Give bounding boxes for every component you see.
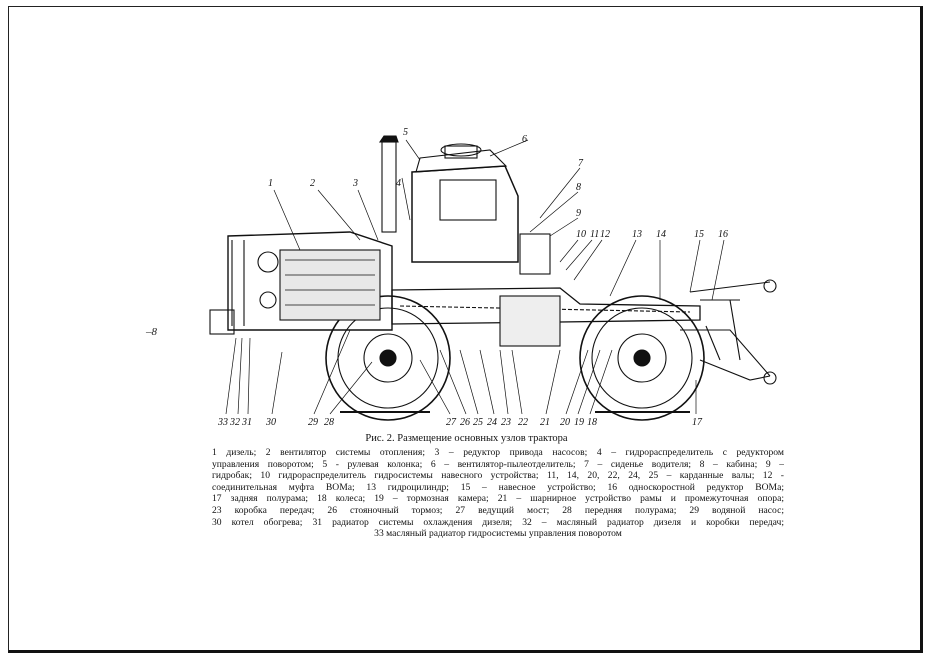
callout-10: 10: [576, 229, 586, 240]
callout-9: 9: [576, 208, 581, 219]
legend-line: 33 масляный радиатор гидросистемы управл…: [374, 528, 622, 540]
callout-15: 15: [694, 229, 704, 240]
callout-12: 12: [600, 229, 610, 240]
callout-3: 3: [352, 178, 358, 189]
callout-11: 11: [590, 229, 599, 240]
callout-1: 1: [268, 178, 273, 189]
legend-line: 1 дизель; 2 вентилятор системы отопления…: [212, 447, 784, 458]
callout-27: 27: [446, 417, 457, 428]
callout-28: 28: [324, 417, 334, 428]
legend-line: 17 задняя полурама; 18 колеса; 19 – торм…: [212, 493, 784, 505]
callout-32: 32: [229, 417, 240, 428]
legend-line: 30 котел обогрева; 31 радиатор системы о…: [212, 516, 784, 528]
callout-21: 21: [540, 417, 550, 428]
callout-33: 33: [217, 417, 228, 428]
callout-8: 8: [576, 182, 581, 193]
callout-13: 13: [632, 229, 642, 240]
callout-6: 6: [522, 134, 527, 145]
callout-31: 31: [241, 417, 252, 428]
figure-legend: 1 дизель; 2 вентилятор системы отопления…: [212, 447, 784, 540]
legend-line: гидробак; 10 гидрораспределитель гидроси…: [212, 470, 784, 482]
page-number: –8: [146, 326, 157, 338]
callout-14: 14: [656, 229, 666, 240]
callout-19: 19: [574, 417, 584, 428]
callout-5: 5: [403, 127, 408, 138]
callout-30: 30: [265, 417, 276, 428]
callout-17: 17: [692, 417, 703, 428]
callout-20: 20: [560, 417, 570, 428]
callout-24: 24: [487, 417, 497, 428]
legend-line: соединительная муфта ВОМа; 13 гидроцилин…: [212, 481, 784, 493]
page-frame: [8, 6, 923, 653]
callout-4: 4: [396, 178, 401, 189]
callout-25: 25: [473, 417, 483, 428]
callout-23: 23: [501, 417, 511, 428]
callout-2: 2: [310, 178, 315, 189]
figure-caption: Рис. 2. Размещение основных узлов тракто…: [365, 433, 568, 444]
callout-7: 7: [578, 158, 584, 169]
callout-16: 16: [718, 229, 728, 240]
legend-line: 23 коробка передач; 26 стояночный тормоз…: [212, 504, 784, 516]
legend-line: управления поворотом; 5 - рулевая колонк…: [212, 458, 784, 470]
callout-22: 22: [518, 417, 528, 428]
callout-29: 29: [308, 417, 318, 428]
callout-26: 26: [460, 417, 470, 428]
callout-18: 18: [587, 417, 597, 428]
